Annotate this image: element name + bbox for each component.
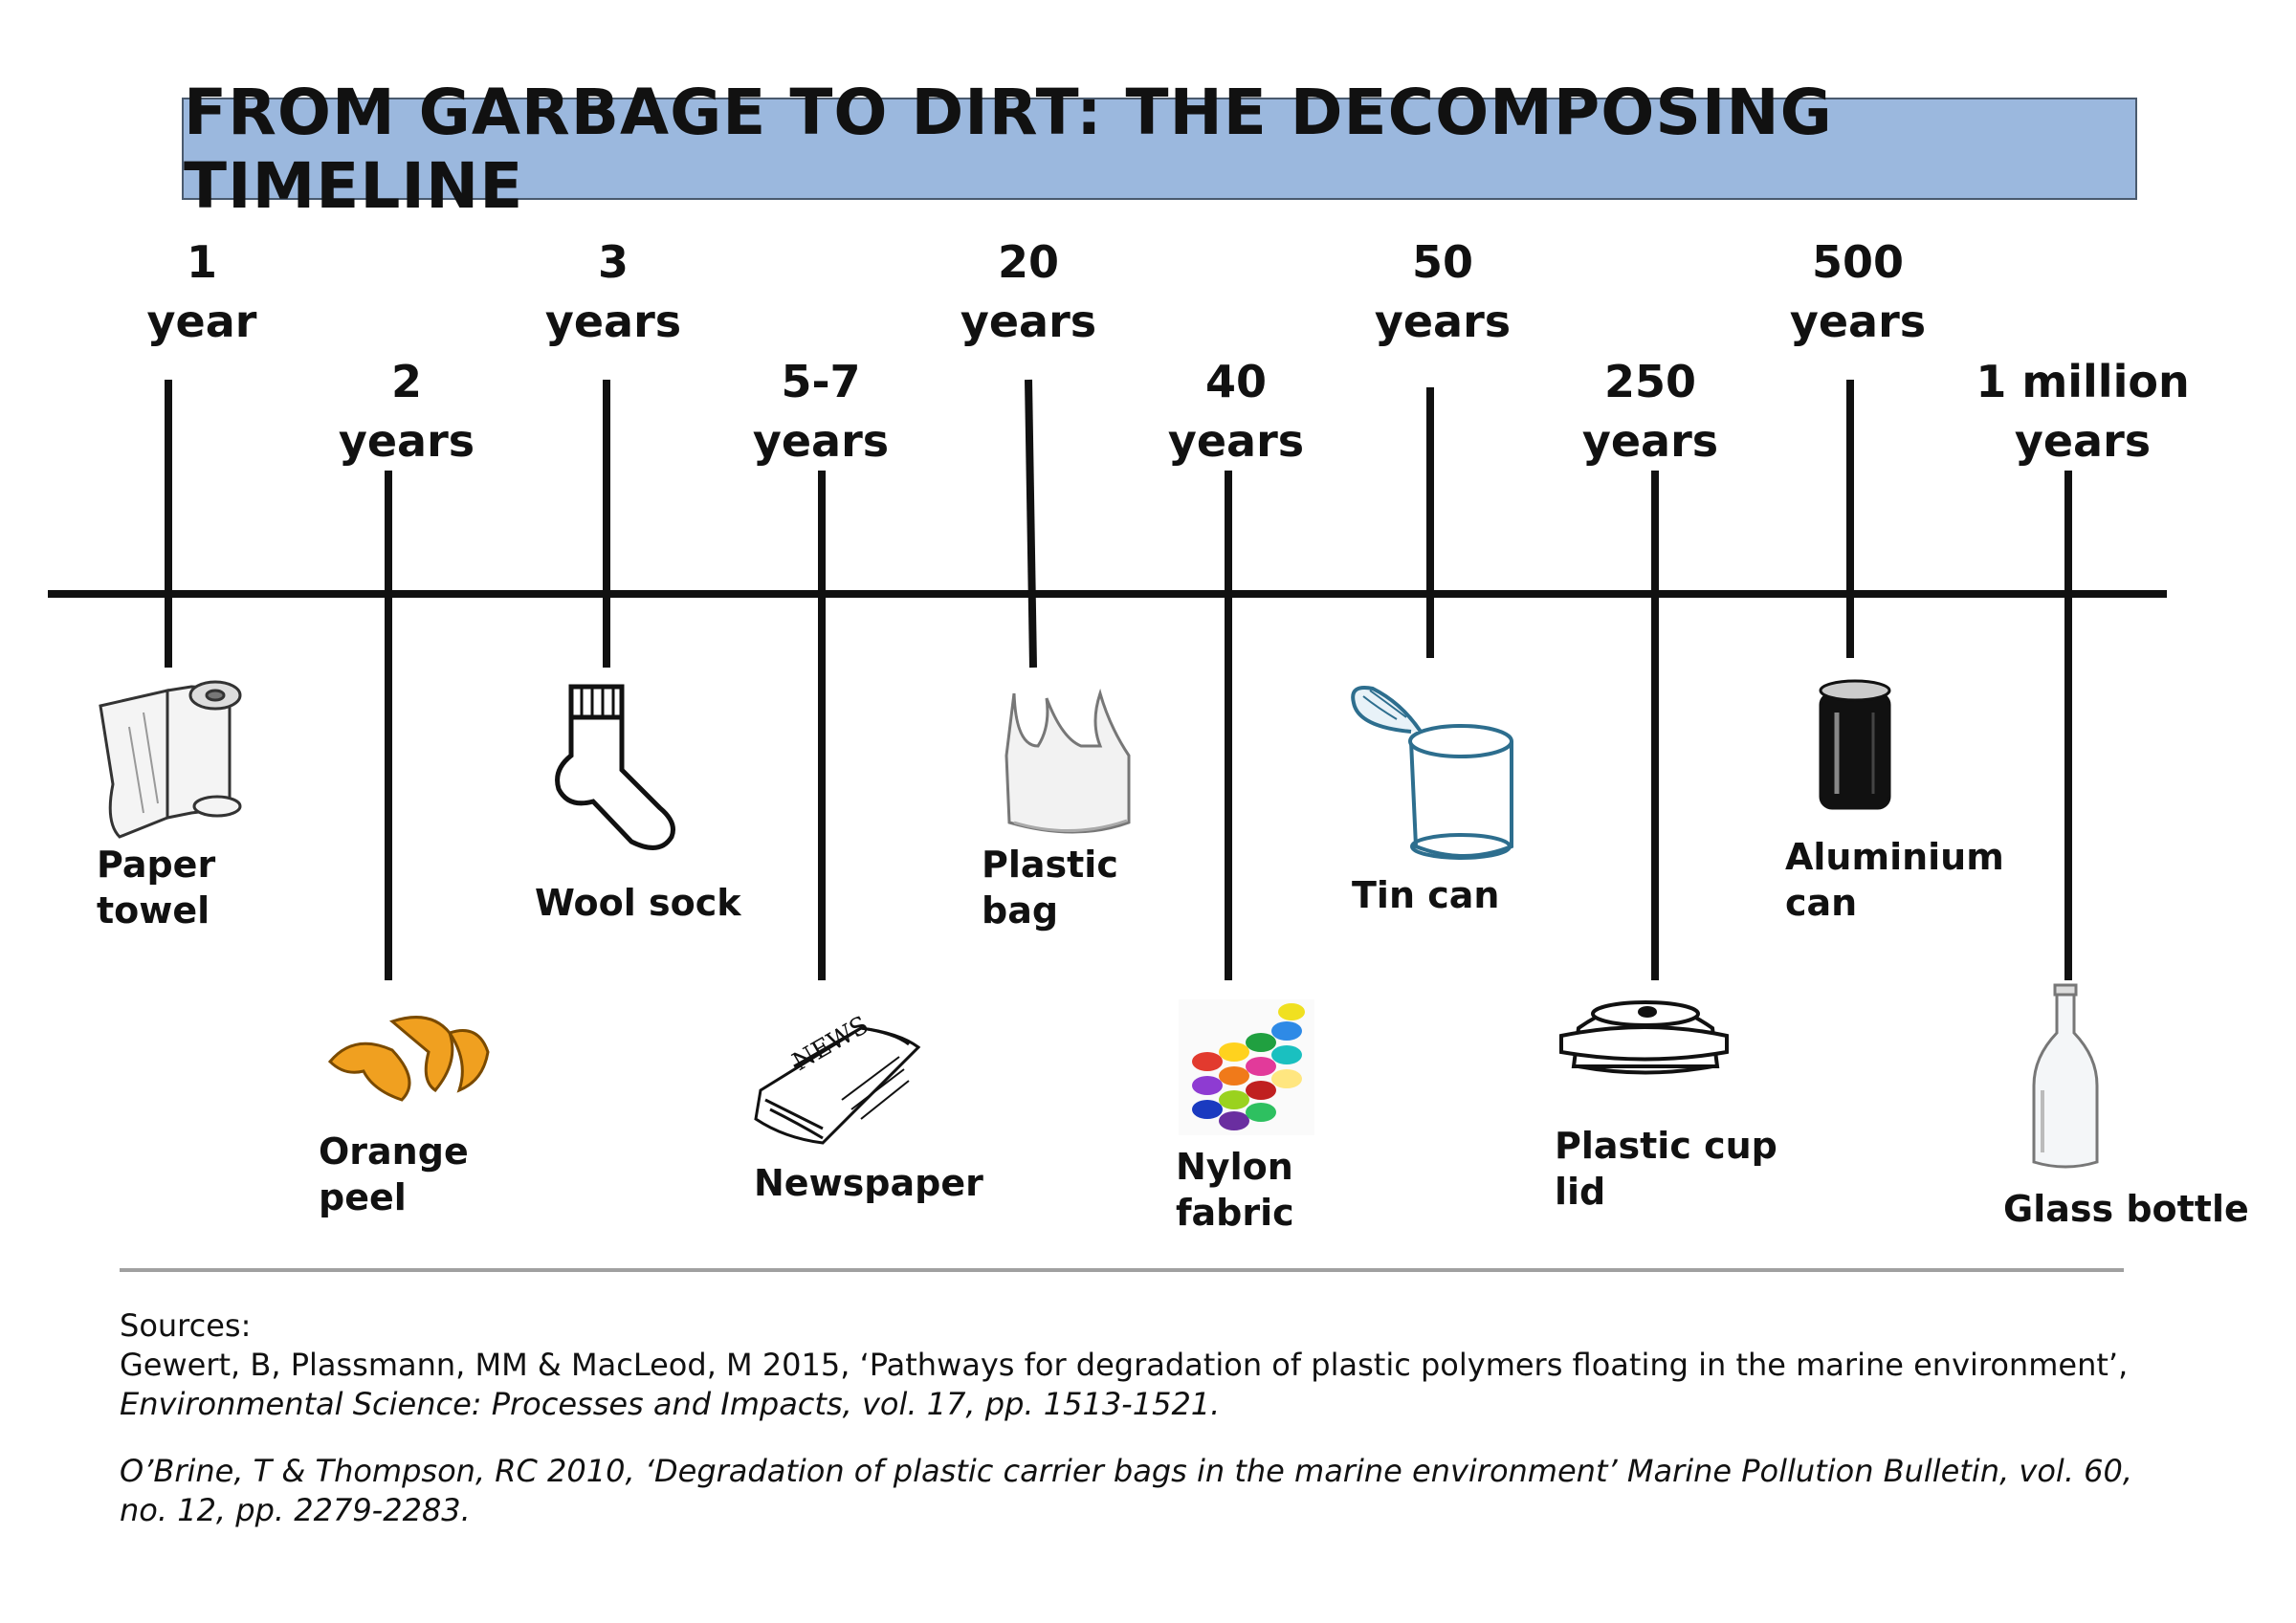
year-label-glass-bottle: 1 million years <box>1976 356 2190 467</box>
nylon-fabric-icon <box>1179 999 1314 1135</box>
year-label-plastic-bag: 20 years <box>960 236 1097 347</box>
glass-bottle-icon <box>2032 983 2099 1169</box>
item-label-wool-sock: Wool sock <box>535 882 741 924</box>
year-label-aluminium-can: 500 years <box>1789 236 1927 347</box>
year-label-orange-peel: 2 years <box>338 356 475 467</box>
aluminium-can-icon <box>1819 679 1891 810</box>
plastic-bag-icon <box>1004 688 1131 834</box>
page-title: FROM GARBAGE TO DIRT: THE DECOMPOSING TI… <box>184 75 1833 223</box>
divider <box>120 1268 2124 1272</box>
year-label-wool-sock: 3 years <box>544 236 682 347</box>
title-banner: FROM GARBAGE TO DIRT: THE DECOMPOSING TI… <box>182 76 2137 223</box>
sock-icon <box>555 684 675 850</box>
sources-heading: Sources: <box>120 1307 252 1344</box>
cup-lid-icon <box>1559 1000 1729 1075</box>
item-label-plastic-cup-lid: Plastic cup lid <box>1555 1125 1777 1213</box>
orange-peel-icon <box>327 1016 490 1102</box>
timeline: NEWS <box>48 379 2167 1169</box>
tin-can-icon <box>1351 686 1513 860</box>
year-label-plastic-cup-lid: 250 years <box>1581 356 1719 467</box>
item-label-plastic-bag: Plastic bag <box>982 844 1118 932</box>
item-label-glass-bottle: Glass bottle <box>2003 1188 2249 1230</box>
tick-plastic-bag <box>1025 379 1037 669</box>
source-ref-1: Gewert, B, Plassmann, MM & MacLeod, M 20… <box>120 1347 2129 1383</box>
newspaper-icon: NEWS <box>754 1011 921 1145</box>
sources: Sources: Gewert, B, Plassmann, MM & MacL… <box>120 1306 2176 1530</box>
year-label-tin-can: 50 years <box>1374 236 1512 347</box>
source-ref-2: O’Brine, T & Thompson, RC 2010, ‘Degrada… <box>120 1453 2133 1528</box>
item-label-nylon-fabric: Nylon fabric <box>1176 1146 1294 1234</box>
item-label-aluminium-can: Aluminium can <box>1785 836 2004 924</box>
item-label-orange-peel: Orange peel <box>319 1130 469 1218</box>
item-label-tin-can: Tin can <box>1352 874 1500 916</box>
item-label-newspaper: Newspaper <box>754 1162 983 1204</box>
paper-towel-icon <box>99 680 242 839</box>
year-label-newspaper: 5-7 years <box>752 356 890 467</box>
year-label-nylon-fabric: 40 years <box>1167 356 1305 467</box>
source-ref-1-journal: Environmental Science: Processes and Imp… <box>120 1386 1221 1422</box>
item-label-paper-towel: Paper towel <box>97 844 216 932</box>
year-label-paper-towel: 1 year <box>146 236 257 347</box>
